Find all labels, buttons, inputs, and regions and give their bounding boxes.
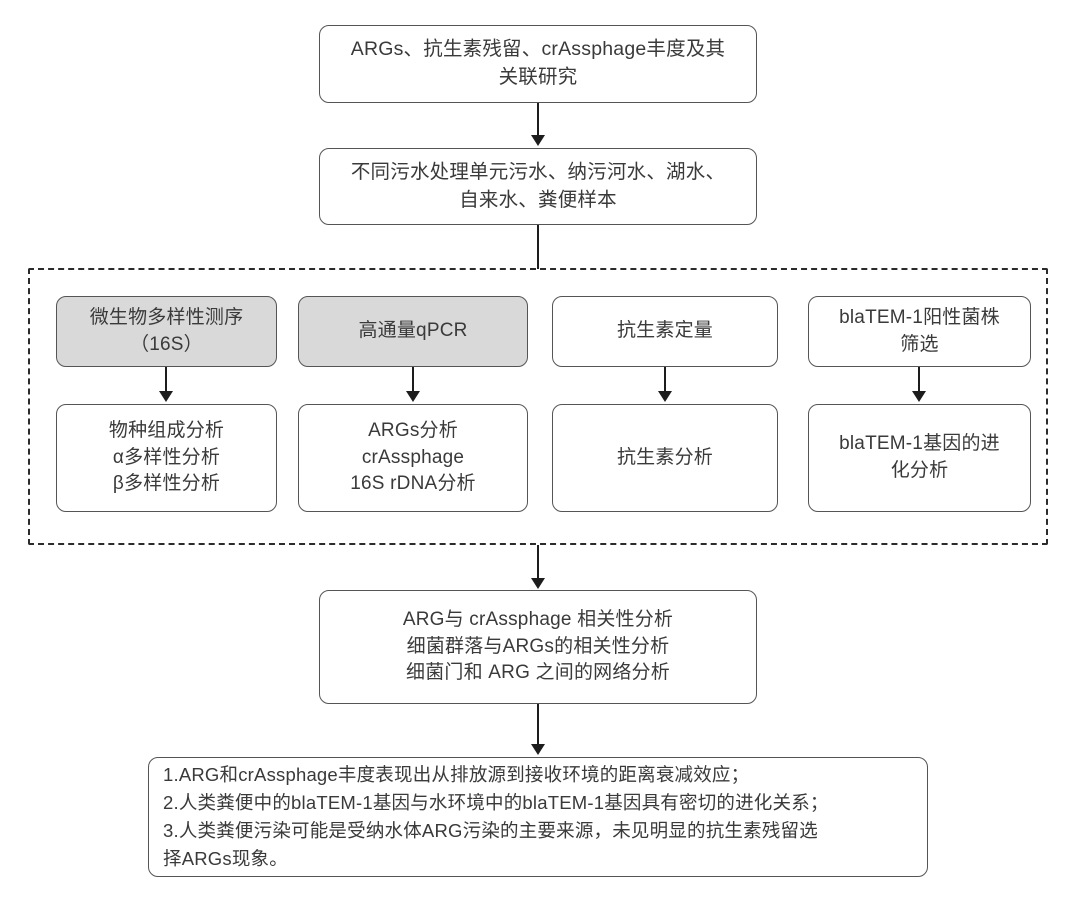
arrowhead-col4 [912, 391, 926, 402]
connector-samples-to-methods [537, 225, 539, 269]
node-method-microbial-sequencing: 微生物多样性测序 （16S） [56, 296, 277, 367]
node-conclusions: 1.ARG和crAssphage丰度表现出从排放源到接收环境的距离衰减效应； 2… [148, 757, 928, 877]
node-analysis-qpcr: ARGs分析 crAssphage 16S rDNA分析 [298, 404, 528, 512]
node-analysis-microbial-sequencing: 物种组成分析 α多样性分析 β多样性分析 [56, 404, 277, 512]
arrowhead-methods-to-correlation [531, 578, 545, 589]
connector-topic-to-samples [537, 103, 539, 137]
connector-col2 [412, 367, 414, 393]
connector-correlation-to-conclusions [537, 704, 539, 746]
connector-col4 [918, 367, 920, 393]
arrowhead-col2 [406, 391, 420, 402]
arrowhead-col3 [658, 391, 672, 402]
node-research-topic: ARGs、抗生素残留、crAssphage丰度及其 关联研究 [319, 25, 757, 103]
node-method-blatem1-screening: blaTEM-1阳性菌株 筛选 [808, 296, 1031, 367]
connector-methods-to-correlation [537, 545, 539, 581]
node-correlation-analysis: ARG与 crAssphage 相关性分析 细菌群落与ARGs的相关性分析 细菌… [319, 590, 757, 704]
node-sample-types: 不同污水处理单元污水、纳污河水、湖水、 自来水、粪便样本 [319, 148, 757, 225]
arrowhead-topic-to-samples [531, 135, 545, 146]
connector-col1 [165, 367, 167, 393]
node-analysis-antibiotic: 抗生素分析 [552, 404, 778, 512]
node-method-qpcr: 高通量qPCR [298, 296, 528, 367]
arrowhead-col1 [159, 391, 173, 402]
node-analysis-blatem1-evolution: blaTEM-1基因的进 化分析 [808, 404, 1031, 512]
arrowhead-correlation-to-conclusions [531, 744, 545, 755]
connector-col3 [664, 367, 666, 393]
experimental-methods-group [28, 268, 1048, 545]
node-method-antibiotic-quantification: 抗生素定量 [552, 296, 778, 367]
